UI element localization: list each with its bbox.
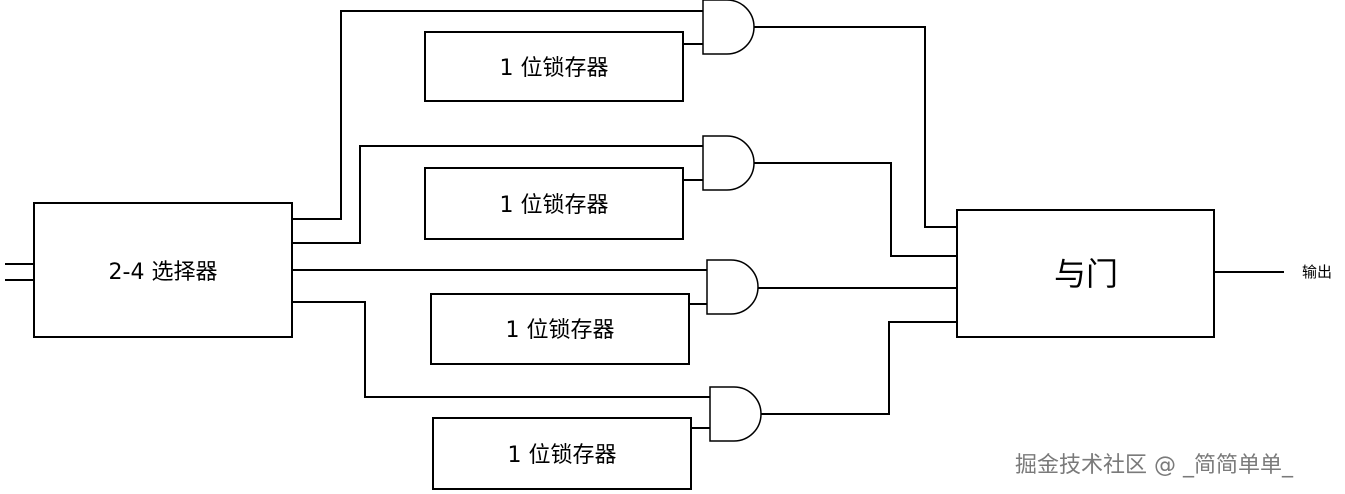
latch-2-label: 1 位锁存器 <box>500 193 609 218</box>
latch-2: 1 位锁存器 <box>424 167 684 240</box>
and-gate-2 <box>702 135 755 191</box>
selector-output-wires <box>292 10 710 398</box>
latch-1: 1 位锁存器 <box>424 31 684 102</box>
latch-1-label: 1 位锁存器 <box>500 56 609 81</box>
latch-4-label: 1 位锁存器 <box>508 443 617 468</box>
latch-4: 1 位锁存器 <box>432 417 692 490</box>
output-label: 输出 <box>1302 263 1332 281</box>
selector-input-lines <box>5 263 34 281</box>
selector-label: 2-4 选择器 <box>109 260 218 285</box>
and-gate-4 <box>709 386 762 442</box>
latch-output-wires <box>683 43 710 429</box>
output: 输出 <box>1214 263 1332 281</box>
latch-3: 1 位锁存器 <box>430 293 690 365</box>
and-block-label: 与门 <box>1054 255 1118 293</box>
latch-3-label: 1 位锁存器 <box>506 318 615 343</box>
and-gate-1 <box>702 0 755 55</box>
watermark: 掘金技术社区 @ _简简单单_ <box>1015 453 1294 478</box>
and-gate-3 <box>706 259 759 315</box>
gate-output-wires <box>754 26 957 415</box>
selector-block: 2-4 选择器 <box>33 202 293 338</box>
and-block: 与门 <box>956 209 1215 338</box>
